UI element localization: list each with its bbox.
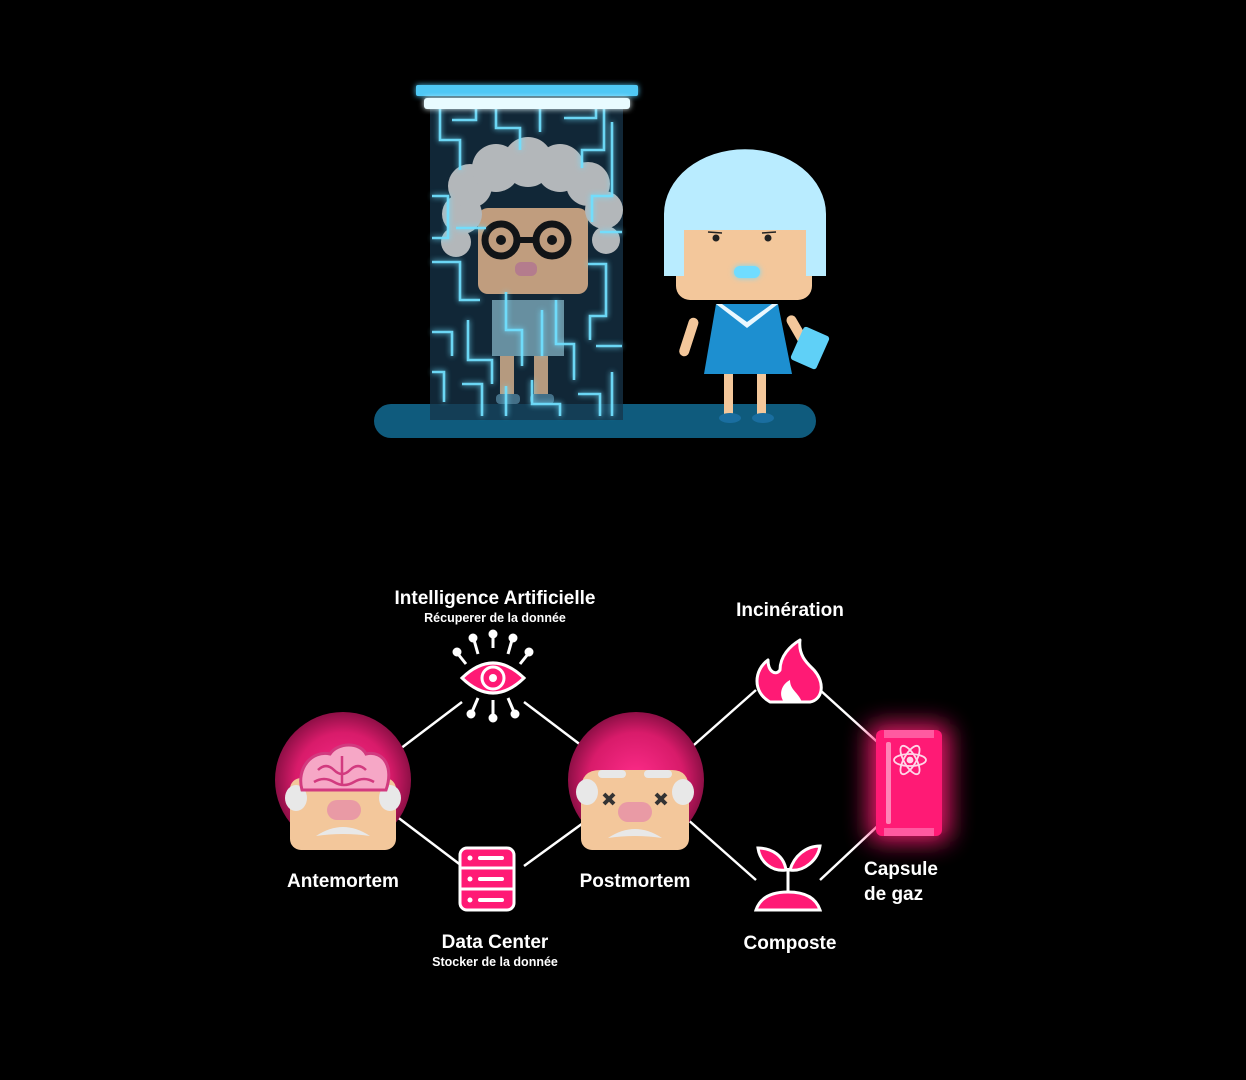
pod-top: [416, 85, 638, 96]
atom-icon: [893, 744, 927, 776]
gas-capsule-icon: [868, 724, 950, 842]
capsule-label-line2: de gaz: [864, 884, 924, 905]
circuit-lines: [432, 104, 622, 416]
pod-light: [424, 98, 630, 109]
incineration-label: Incinération: [736, 600, 844, 621]
sprout-icon: [753, 844, 823, 912]
antemortem-head-icon: [275, 712, 411, 850]
eye-circuit-icon: [452, 629, 534, 723]
flame-icon: [755, 638, 823, 704]
datacenter-title: Data Center: [441, 932, 549, 953]
tablet-icon: [790, 326, 830, 370]
hologram-grandma: [441, 137, 623, 404]
postmortem-label: Postmortem: [579, 871, 691, 892]
postmortem-head-icon: [568, 712, 704, 850]
datacenter-subtitle: Stocker de la donnée: [432, 955, 558, 969]
capsule-label-line1: Capsule: [864, 859, 938, 880]
server-icon: [458, 846, 516, 912]
ai-subtitle: Récuperer de la donnée: [424, 611, 566, 625]
ai-title: Intelligence Artificielle: [394, 588, 596, 609]
antemortem-label: Antemortem: [287, 871, 399, 892]
compost-label: Composte: [743, 933, 837, 954]
brain-icon: [299, 743, 391, 792]
lifecycle-diagram: [275, 629, 950, 912]
girl-character: [664, 149, 830, 423]
dead-eyes-icon: [602, 792, 668, 806]
hologram-scene: [374, 85, 830, 438]
